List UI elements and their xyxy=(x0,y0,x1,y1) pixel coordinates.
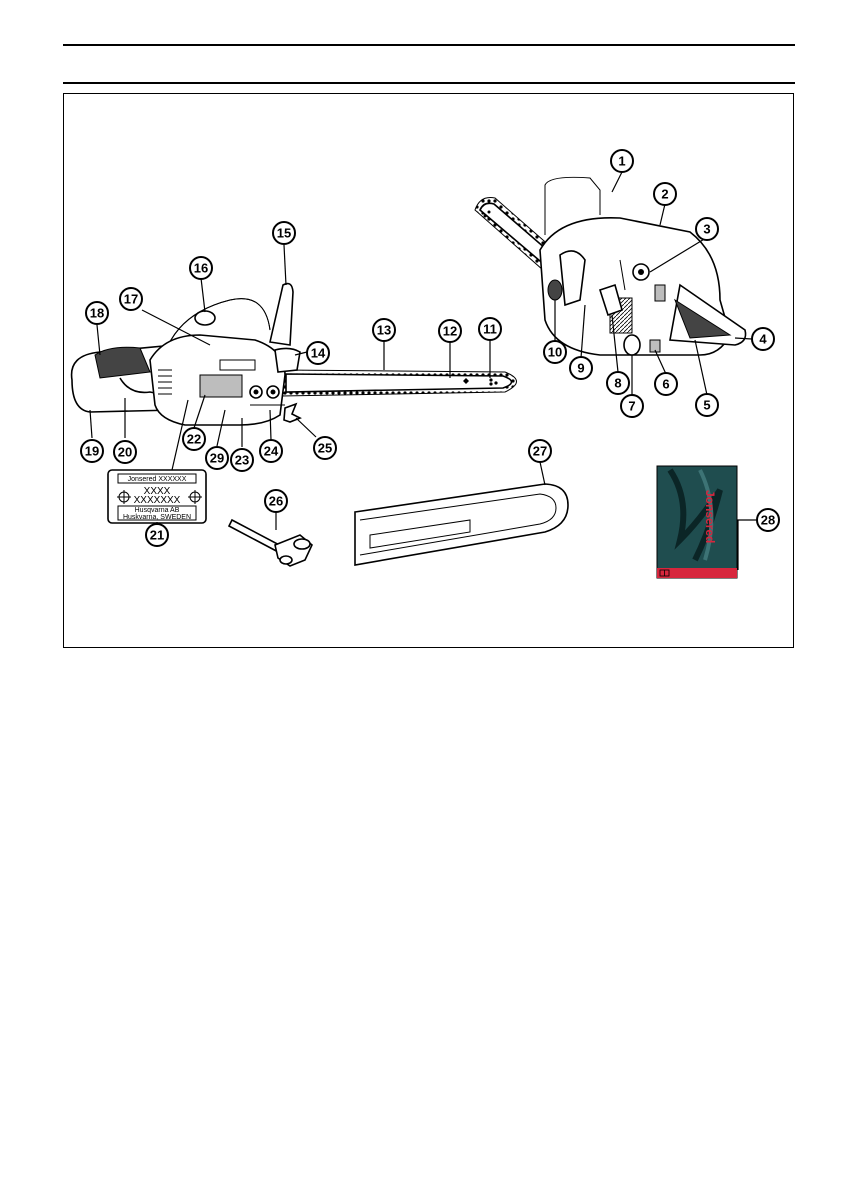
chainsaw-front-view xyxy=(475,177,746,355)
callout-5: 5 xyxy=(696,394,718,416)
svg-text:4: 4 xyxy=(759,332,767,347)
svg-text:3: 3 xyxy=(703,222,710,237)
callout-28: 28 xyxy=(757,509,779,531)
callout-20: 20 xyxy=(114,441,136,463)
bar-guard xyxy=(355,484,568,565)
callout-25: 25 xyxy=(314,437,336,459)
svg-text:25: 25 xyxy=(318,441,332,456)
svg-text:24: 24 xyxy=(264,444,279,459)
callout-12: 12 xyxy=(439,320,461,342)
callout-17: 17 xyxy=(120,288,142,310)
svg-text:9: 9 xyxy=(577,361,584,376)
svg-text:5: 5 xyxy=(703,398,710,413)
combination-spanner xyxy=(229,520,312,566)
svg-text:12: 12 xyxy=(443,324,457,339)
rating-plate-line4: Husqvarna AB xyxy=(135,507,180,514)
callout-13: 13 xyxy=(373,319,395,341)
callout-18: 18 xyxy=(86,302,108,324)
kickback-guard xyxy=(270,284,293,345)
callout-15: 15 xyxy=(273,222,295,244)
callout-22: 22 xyxy=(183,428,205,450)
callout-14: 14 xyxy=(307,342,329,364)
svg-text:2: 2 xyxy=(661,187,668,202)
svg-text:27: 27 xyxy=(533,444,547,459)
callout-9: 9 xyxy=(570,357,592,379)
callout-27: 27 xyxy=(529,440,551,462)
svg-text:13: 13 xyxy=(377,323,391,338)
svg-text:23: 23 xyxy=(235,453,249,468)
callout-21: 21 xyxy=(146,524,168,546)
svg-text:6: 6 xyxy=(662,377,669,392)
callout-6: 6 xyxy=(655,373,677,395)
callout-2: 2 xyxy=(654,183,676,205)
svg-text:29: 29 xyxy=(210,451,224,466)
svg-text:1: 1 xyxy=(618,154,625,169)
callout-24: 24 xyxy=(260,440,282,462)
svg-text:19: 19 xyxy=(85,444,99,459)
svg-text:22: 22 xyxy=(187,432,201,447)
rating-plate-line5: Huskvarna, SWEDEN xyxy=(123,514,191,521)
rating-plate-line1: Jonsered XXXXXX xyxy=(128,476,187,483)
svg-text:16: 16 xyxy=(194,261,208,276)
svg-text:7: 7 xyxy=(628,399,635,414)
svg-text:18: 18 xyxy=(90,306,104,321)
callout-7: 7 xyxy=(621,395,643,417)
operators-manual: Jonsered xyxy=(657,466,737,578)
callout-1: 1 xyxy=(611,150,633,172)
svg-text:28: 28 xyxy=(761,513,775,528)
callout-29: 29 xyxy=(206,447,228,469)
callout-23: 23 xyxy=(231,449,253,471)
callout-10: 10 xyxy=(544,341,566,363)
callout-26: 26 xyxy=(265,490,287,512)
rating-plate: Jonsered XXXXXX XXXX XXXXXXX Husqvarna A… xyxy=(108,470,206,523)
svg-text:8: 8 xyxy=(614,376,621,391)
rating-plate-line3: XXXXXXX xyxy=(134,495,181,506)
svg-text:17: 17 xyxy=(124,292,138,307)
callout-16: 16 xyxy=(190,257,212,279)
callout-3: 3 xyxy=(696,218,718,240)
svg-text:11: 11 xyxy=(483,322,497,337)
svg-text:21: 21 xyxy=(150,528,164,543)
manual-brand: Jonsered xyxy=(703,490,717,543)
svg-text:20: 20 xyxy=(118,445,132,460)
callout-4: 4 xyxy=(752,328,774,350)
callout-8: 8 xyxy=(607,372,629,394)
svg-text:14: 14 xyxy=(311,346,326,361)
svg-text:15: 15 xyxy=(277,226,291,241)
svg-text:10: 10 xyxy=(548,345,562,360)
svg-text:26: 26 xyxy=(269,494,283,509)
callout-19: 19 xyxy=(81,440,103,462)
callout-11: 11 xyxy=(479,318,501,340)
